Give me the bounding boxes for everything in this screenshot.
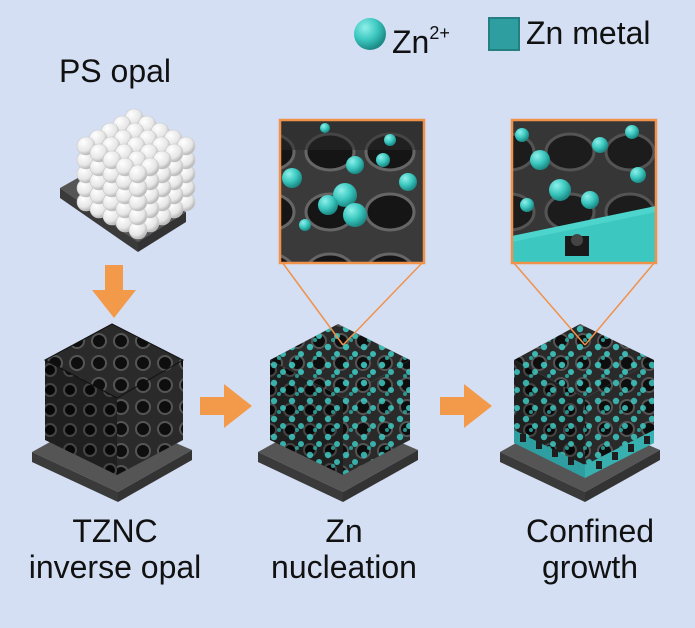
zn-ion-legend-text: Zn: [392, 24, 430, 60]
zn-metal-legend-icon: [488, 17, 520, 51]
growth-label-line2: growth: [541, 549, 639, 585]
tznc-label-line2: inverse opal: [28, 549, 202, 585]
nucleation-label-line2: nucleation: [271, 549, 417, 585]
opal-sphere: [128, 164, 148, 184]
growth-label-line1: Confined: [525, 513, 655, 549]
tznc-label-line1: TZNC: [72, 513, 158, 549]
nucleation-label-line1: Zn: [325, 513, 363, 549]
ps-opal-label: PS opal: [58, 53, 172, 89]
arrow-right-icon-2: [440, 384, 492, 428]
zn-ion-legend-label: Zn2+: [392, 16, 450, 59]
arrow-right-icon-1: [200, 384, 252, 428]
nucleation-cube: [258, 324, 418, 502]
zn-ion-legend-icon: [354, 18, 386, 50]
tznc-cube: [32, 323, 192, 502]
growth-cube: [500, 324, 660, 502]
arrow-down-icon: [92, 265, 136, 318]
growth-inset: [510, 118, 658, 346]
ps-opal-cube: [60, 108, 196, 252]
zn-ion-charge: 2+: [429, 23, 450, 43]
nucleation-inset: [278, 118, 426, 346]
zn-metal-legend-label: Zn metal: [526, 15, 651, 51]
